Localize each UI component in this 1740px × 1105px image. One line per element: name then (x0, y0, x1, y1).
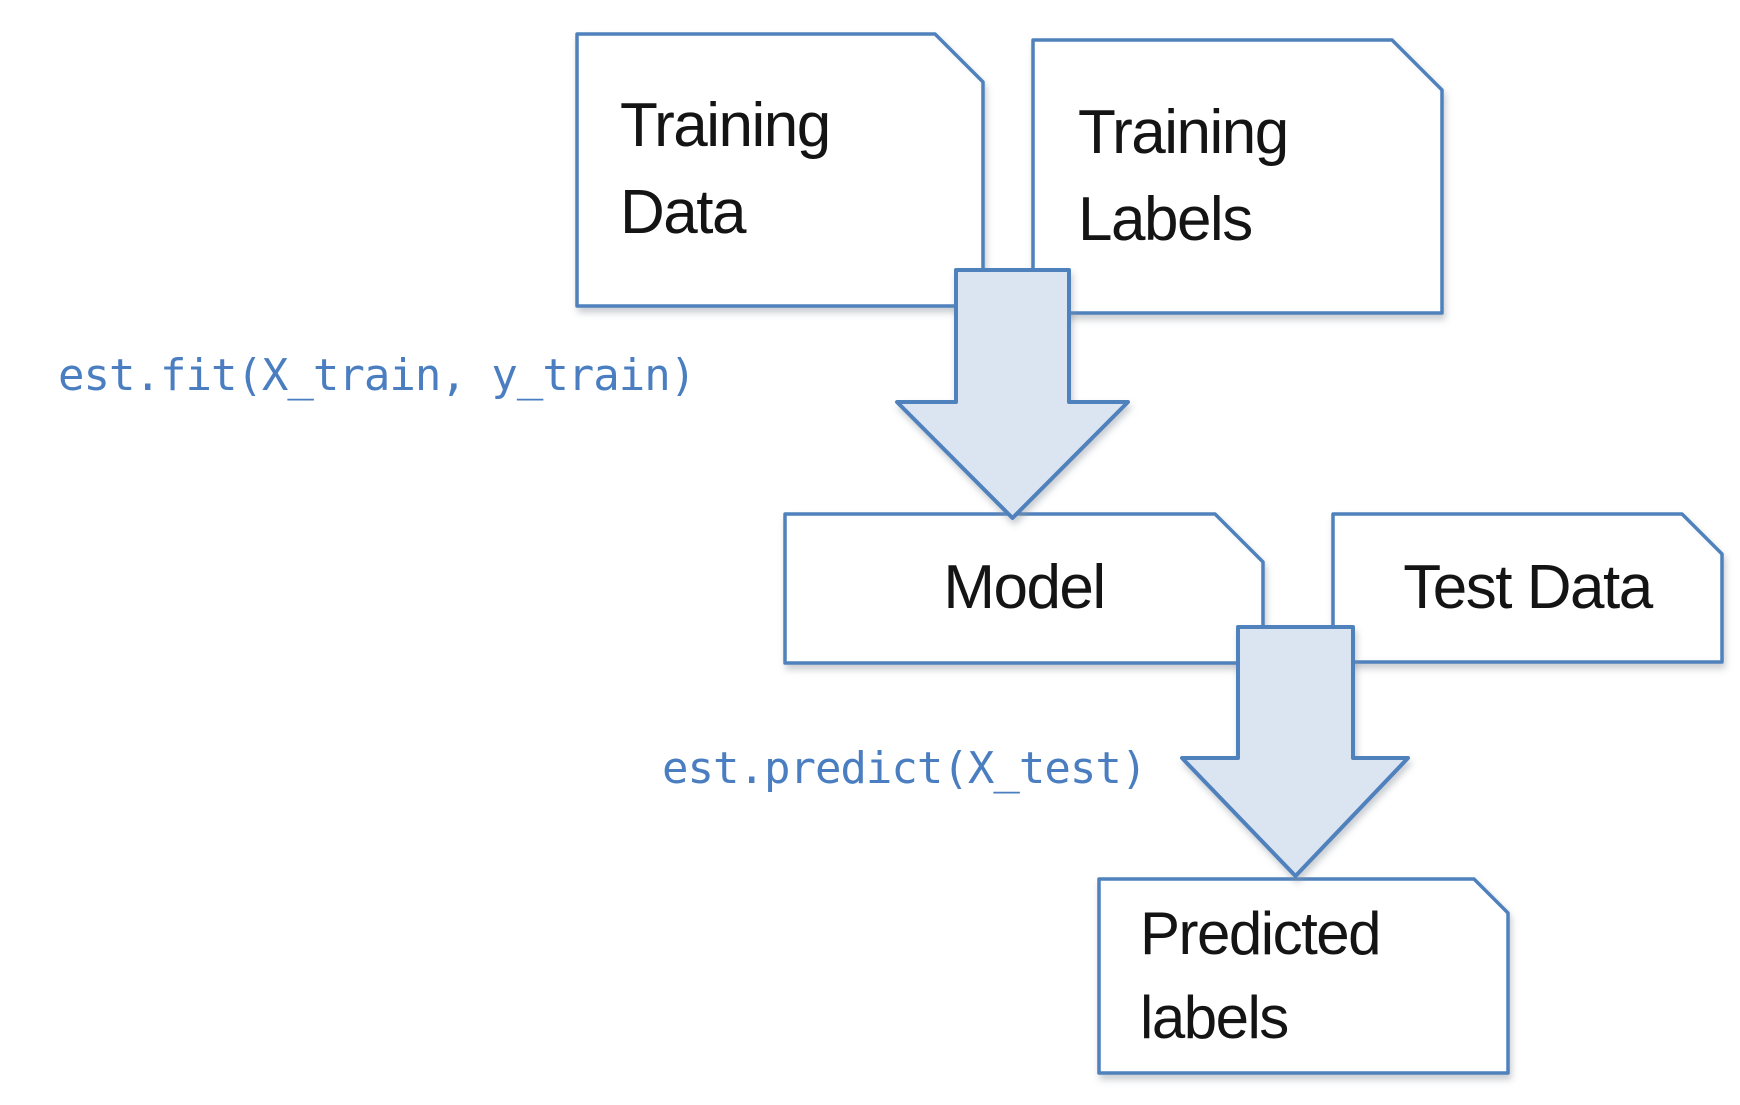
training-labels-box (1031, 38, 1444, 315)
fit-down-arrow-icon (895, 268, 1130, 520)
predict-down-arrow-icon (1180, 625, 1410, 878)
training-data-box (575, 32, 985, 308)
test-data-box (1331, 512, 1724, 664)
model-box (783, 512, 1265, 665)
predicted-labels-box (1097, 877, 1510, 1075)
